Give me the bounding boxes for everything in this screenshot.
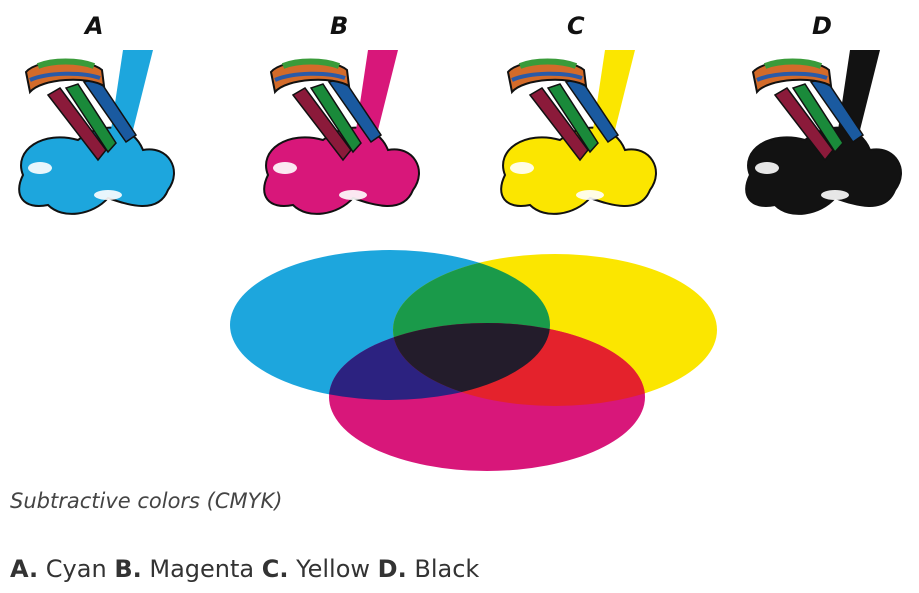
legend-label-magenta: Magenta xyxy=(149,555,254,583)
legend-key-b: B. xyxy=(114,555,141,583)
ink-panel-d: D xyxy=(735,0,915,225)
ink-illustration-a xyxy=(8,0,188,225)
cmyk-venn-diagram xyxy=(225,250,725,475)
legend-label-cyan: Cyan xyxy=(46,555,107,583)
legend-key-a: A. xyxy=(10,555,38,583)
legend-key-d: D. xyxy=(378,555,407,583)
figure-legend: A. Cyan B. Magenta C. Yellow D. Black xyxy=(10,555,479,583)
ink-panel-b: B xyxy=(253,0,433,225)
ink-panel-a: A xyxy=(8,0,188,225)
ink-illustration-c xyxy=(490,0,670,225)
ink-illustration-d xyxy=(735,0,915,225)
ink-illustration-b xyxy=(253,0,433,225)
figure-caption: Subtractive colors (CMYK) xyxy=(10,489,282,513)
legend-key-c: C. xyxy=(262,555,289,583)
legend-label-black: Black xyxy=(414,555,479,583)
ink-panel-c: C xyxy=(490,0,670,225)
legend-label-yellow: Yellow xyxy=(296,555,370,583)
